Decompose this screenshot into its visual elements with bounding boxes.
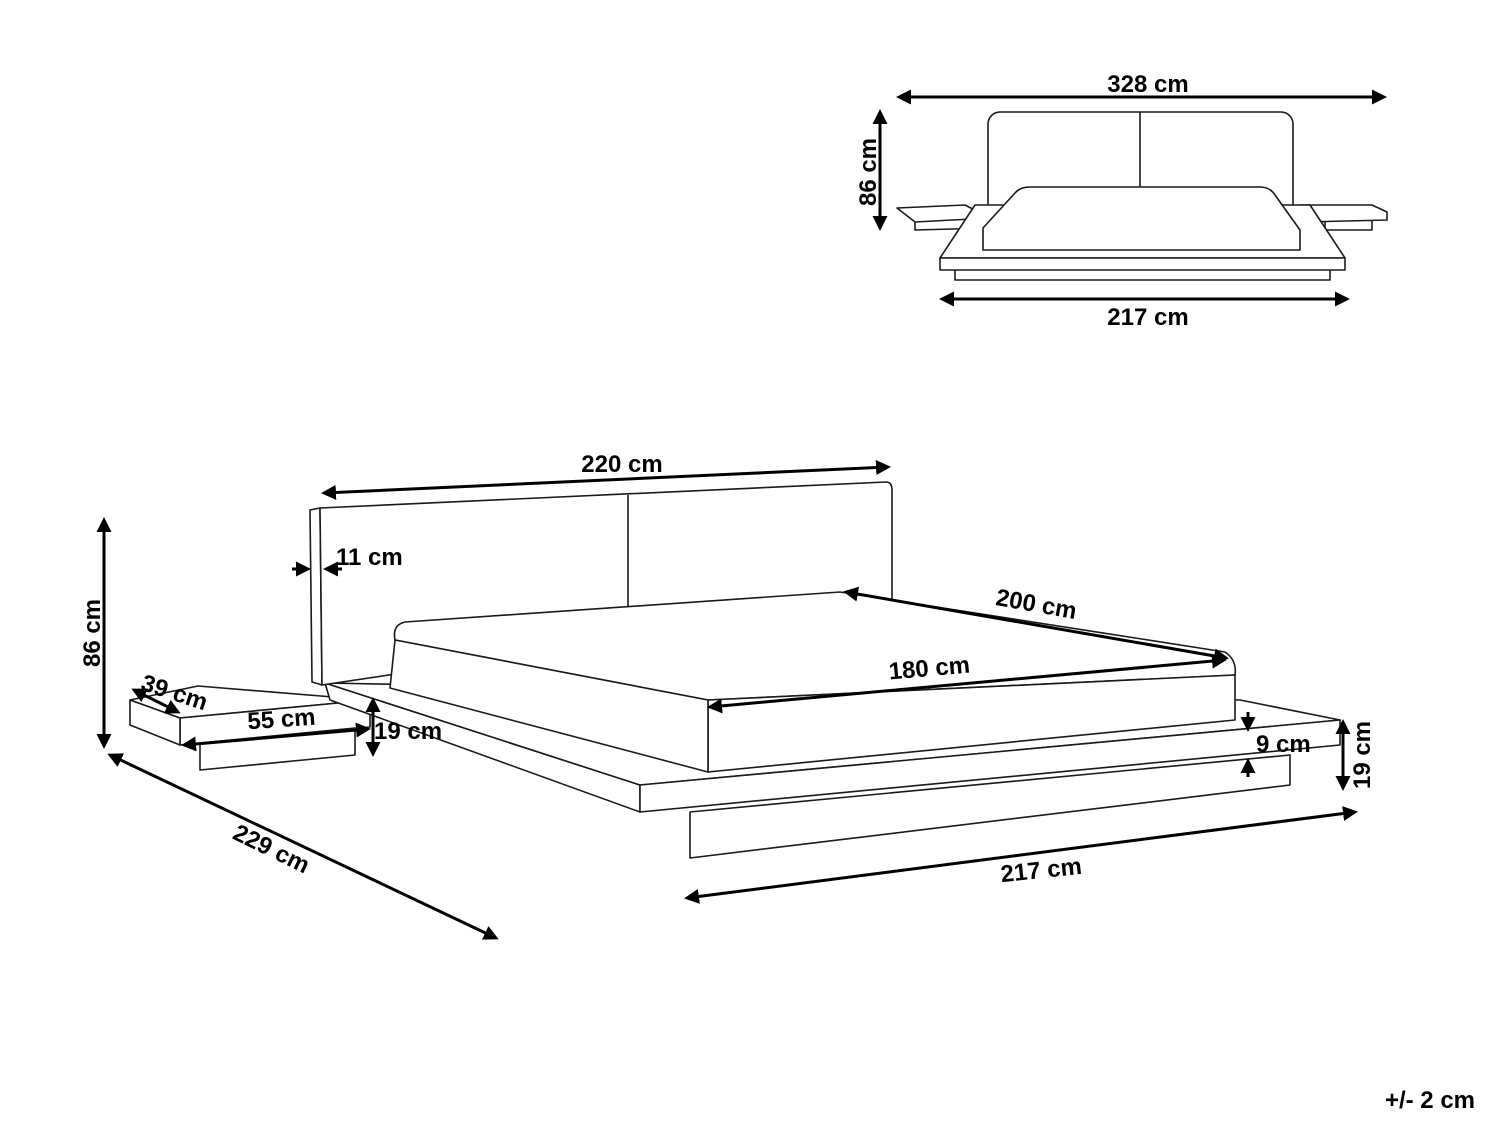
dim-total-length-arrow (107, 753, 499, 940)
dim-front-height-label: 86 cm (855, 138, 882, 206)
dim-thickness-label: 11 cm (336, 544, 403, 571)
tolerance-note: +/- 2 cm (1385, 1087, 1475, 1114)
dim-front-base-label: 217 cm (1107, 304, 1188, 331)
dim-mattress-length-arrow (843, 586, 1229, 664)
front-view: 328 cm 86 cm 217 cm (855, 71, 1388, 331)
dim-base-width-label: 217 cm (999, 853, 1083, 888)
dim-headboard-width-label: 220 cm (581, 451, 662, 478)
dim-total-height-label: 86 cm (79, 599, 106, 667)
front-mattress (982, 186, 1301, 251)
dim-nightstand-width-label: 55 cm (247, 704, 317, 736)
front-base (939, 257, 1346, 281)
dim-nightstand-height-label: 19 cm (374, 718, 442, 745)
perspective-view: 220 cm 11 cm 86 cm 200 cm 180 cm 39 cm 5… (79, 451, 1376, 940)
dim-step-label: 9 cm (1256, 731, 1311, 758)
mattress-side (389, 639, 709, 773)
dim-base-width-arrow (684, 806, 1358, 904)
dim-total-length-label: 229 cm (229, 819, 314, 879)
dim-nightstand-depth-arrow (131, 688, 181, 714)
dim-base-height-label: 19 cm (1349, 721, 1376, 789)
dim-headboard-width-arrow (321, 460, 891, 500)
dim-nightstand-width-arrow (181, 722, 371, 752)
dim-front-width-label: 328 cm (1107, 71, 1188, 98)
dim-mattress-width-arrow (707, 653, 1227, 714)
